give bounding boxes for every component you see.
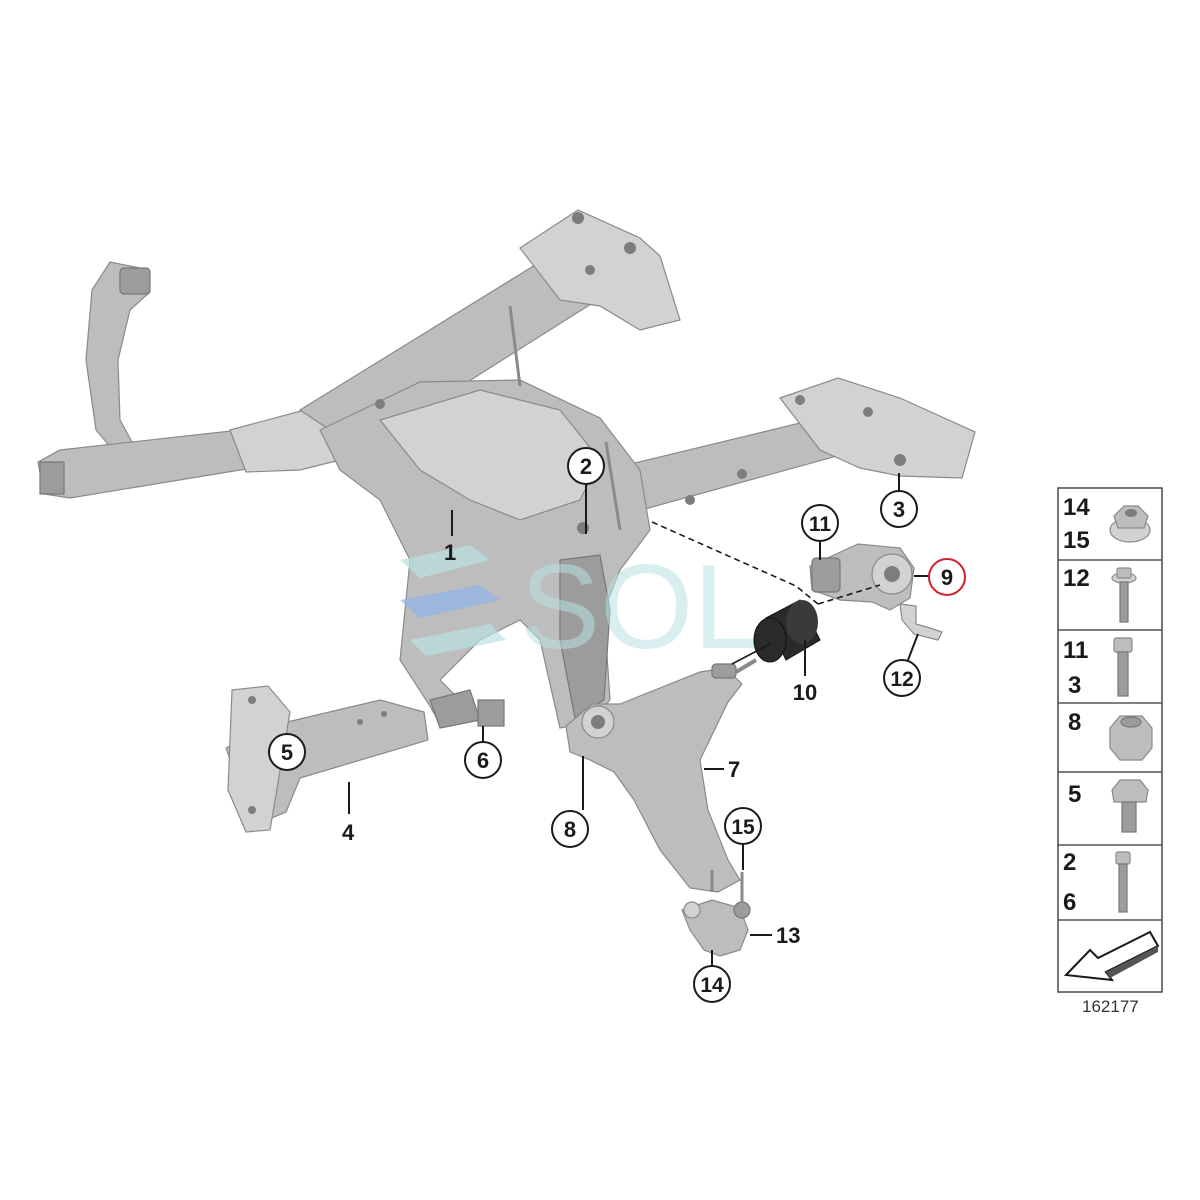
legend-row-locknut-8: 8: [1068, 709, 1153, 761]
legend-row6-b: 6: [1063, 889, 1076, 916]
callout-7: 7: [704, 757, 740, 782]
callout-1: 1: [444, 510, 456, 565]
callout-11-label: 11: [809, 513, 832, 536]
callout-11: 11: [801, 504, 839, 560]
watermark-text: SOL: [520, 540, 760, 674]
callout-3: 3: [880, 473, 918, 528]
front-direction-arrow-icon: [1063, 930, 1160, 982]
fastener-legend: 14 15 12 11 3: [1057, 487, 1163, 993]
callout-2-label: 2: [580, 454, 592, 479]
short-bolt-icon: [1111, 779, 1149, 833]
watermark: SOL: [400, 540, 760, 674]
legend-row1-a: 14: [1063, 494, 1090, 521]
bracket-part-4: [225, 685, 429, 833]
callout-4-label: 4: [342, 820, 355, 845]
callout-10-label: 10: [793, 680, 817, 705]
legend-row3-a: 11: [1063, 637, 1088, 664]
callout-8: 8: [551, 756, 589, 848]
callout-13-label: 13: [776, 923, 800, 948]
legend-row1-b: 15: [1063, 527, 1090, 554]
ball-joint: [681, 870, 751, 957]
callout-15-label: 15: [731, 816, 755, 839]
flange-bolt-icon: [1111, 567, 1137, 623]
legend-row-bolt-12: 12: [1063, 565, 1137, 623]
hex-bolt-icon: [1113, 637, 1133, 697]
assembly-lines: [651, 521, 881, 665]
callout-8-label: 8: [564, 817, 576, 842]
legend-row6-a: 2: [1063, 849, 1076, 876]
flange-nut-icon: [1109, 505, 1151, 543]
rubber-bushing: [753, 599, 821, 663]
callout-3-label: 3: [893, 497, 905, 522]
legend-row-bolt-5: 5: [1068, 779, 1149, 833]
callout-9-label: 9: [941, 565, 953, 590]
callout-15: 15: [724, 807, 762, 870]
callout-12-label: 12: [890, 668, 913, 691]
long-bolt-icon: [1115, 851, 1131, 913]
legend-row-bolt-2-6: 2 6: [1063, 849, 1131, 916]
reference-number: 162177: [1082, 997, 1139, 1016]
callout-12: 12: [883, 633, 921, 697]
legend-row2-a: 12: [1063, 565, 1090, 592]
callout-5: 5: [268, 733, 306, 771]
legend-row4-a: 8: [1068, 709, 1081, 736]
subframe: [37, 209, 976, 729]
callout-6-label: 6: [477, 748, 489, 773]
control-arm: [565, 658, 758, 893]
callout-10: 10: [793, 640, 817, 705]
legend-row-bolt-11-3: 11 3: [1063, 637, 1133, 699]
callout-13: 13: [750, 923, 800, 948]
lock-nut-icon: [1109, 715, 1153, 761]
callout-7-label: 7: [728, 757, 740, 782]
bushing-bracket: [809, 543, 943, 641]
callout-9: 9: [914, 558, 966, 596]
callout-6: 6: [464, 726, 502, 779]
callout-5-label: 5: [281, 740, 293, 765]
callout-4: 4: [342, 782, 355, 845]
callout-14: 14: [693, 950, 731, 1003]
callout-14-label: 14: [700, 974, 724, 997]
callout-2: 2: [567, 447, 605, 534]
legend-row-nut-flange: 14 15: [1063, 494, 1151, 554]
legend-row5-a: 5: [1068, 781, 1081, 808]
callout-1-label: 1: [444, 540, 456, 565]
legend-row3-b: 3: [1068, 672, 1081, 699]
